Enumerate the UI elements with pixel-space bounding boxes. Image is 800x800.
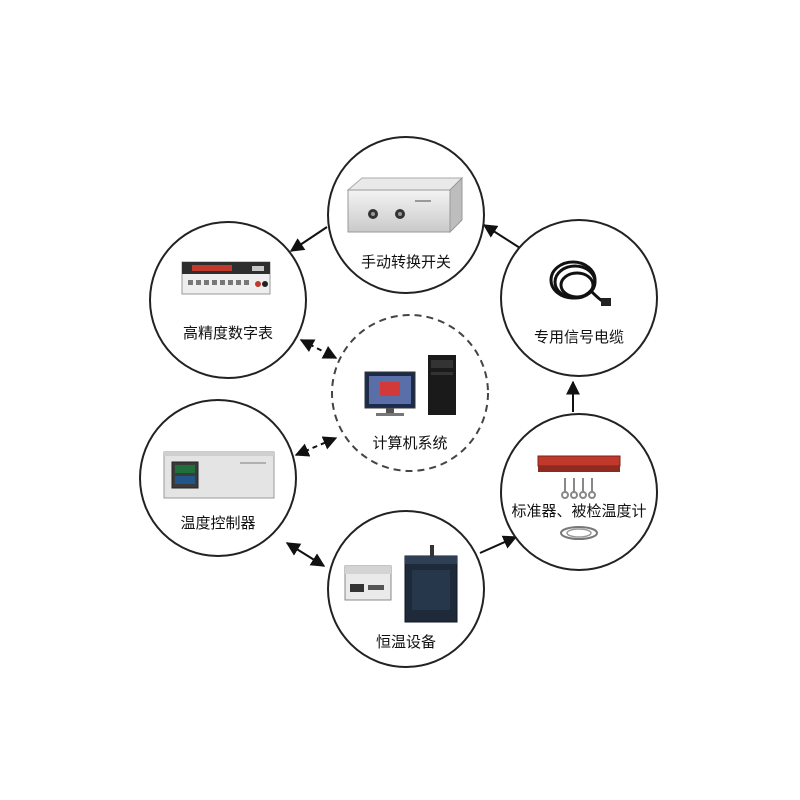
node-multimeter: 高精度数字表	[149, 221, 307, 379]
multimeter-label: 高精度数字表	[183, 324, 273, 342]
node-computer: 计算机系统	[331, 314, 489, 472]
node-thermometers: 标准器、被检温度计	[500, 413, 658, 571]
computer-label: 计算机系统	[372, 434, 447, 452]
temp-controller-label: 温度控制器	[180, 514, 255, 532]
arrow-switch-to-multimeter	[289, 226, 328, 252]
arrow-controller-computer	[294, 436, 338, 457]
thermostatic-bath-icon	[344, 545, 458, 623]
signal-cable-label: 专用信号电缆	[534, 328, 624, 346]
node-manual-switch: 手动转换开关	[327, 136, 485, 294]
node-thermostat: 恒温设备	[327, 510, 485, 668]
digital-multimeter-icon	[181, 261, 271, 295]
computer-workstation-icon	[364, 355, 456, 416]
manual-switch-label: 手动转换开关	[361, 253, 451, 271]
node-signal-cable: 专用信号电缆	[500, 219, 658, 377]
switch-box-icon	[346, 176, 464, 234]
cable-coil-icon	[549, 260, 611, 306]
connections	[285, 224, 580, 567]
arrow-thermostat-to-thermometers	[479, 535, 518, 554]
arrow-multimeter-computer	[299, 339, 338, 359]
thermometer-set-icon	[537, 455, 621, 540]
arrow-cable-to-switch	[482, 224, 521, 249]
controller-panel-icon	[163, 451, 275, 499]
thermostat-label: 恒温设备	[376, 633, 436, 651]
arrow-controller-thermostat	[285, 542, 326, 567]
node-temp-controller: 温度控制器	[139, 399, 297, 557]
thermometers-label: 标准器、被检温度计	[511, 502, 646, 520]
